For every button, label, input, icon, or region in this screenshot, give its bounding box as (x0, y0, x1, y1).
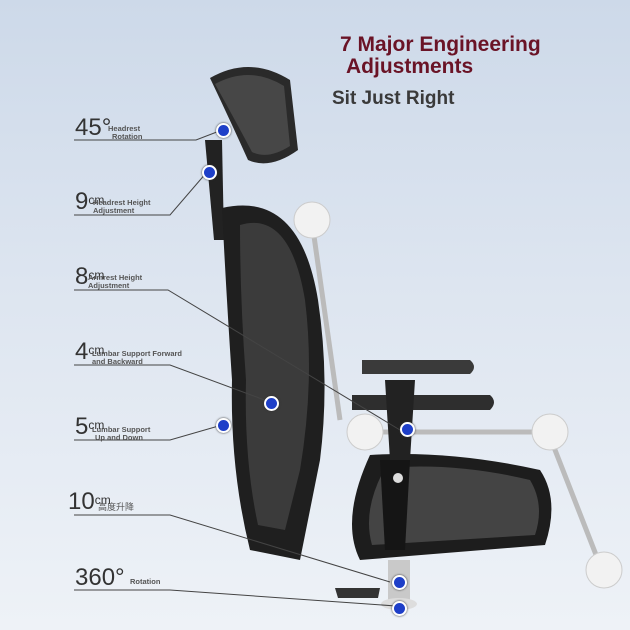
indicator-dot-lumbar-updown (216, 418, 231, 433)
leader-headrest-height (74, 171, 208, 216)
callout-headrest-height-value: 9cm (75, 190, 104, 214)
pivot-ball-top (293, 201, 331, 239)
callout-rotation-value: 360° (75, 566, 125, 590)
headrest-mesh (215, 74, 290, 155)
value: 8 (75, 263, 89, 290)
pivot-arm-diagonal (545, 431, 603, 566)
label-line-1: Armrest Height (88, 273, 143, 282)
indicator-dot-armrest-height (400, 422, 415, 437)
leader-lumbar-forward (74, 364, 271, 403)
armrest-pad (362, 360, 474, 374)
indicator-dot-rotation (392, 601, 407, 616)
leader-lumbar-updown (74, 424, 223, 441)
label-line-2: Adjustment (88, 281, 130, 290)
indicator-dot-lumbar-forward (264, 396, 279, 411)
label-line-1: Headrest (108, 124, 141, 133)
leader-rotation (74, 589, 397, 607)
unit: cm (88, 268, 105, 282)
title-line-2: Adjustments (346, 55, 474, 78)
callout-lumbar-updown-value: 5cm (75, 415, 104, 439)
callout-lumbar-forward-label: Lumbar Support Forward and Backward (92, 350, 182, 366)
pivot-ball-right (531, 413, 569, 451)
callout-rotation-label: Rotation (130, 578, 160, 586)
page-title: 7 Major Engineering Adjustments (340, 34, 541, 78)
callout-lumbar-forward-value: 4cm (75, 340, 104, 364)
callout-headrest-rotation-label: Headrest Rotation (108, 125, 142, 141)
callout-armrest-height-value: 8cm (75, 265, 104, 289)
unit: cm (88, 418, 105, 432)
armrest-lower (352, 395, 494, 410)
label-line-2: Adjustment (93, 206, 135, 215)
value: 5 (75, 413, 89, 440)
backrest-mesh (240, 222, 309, 530)
label-line-1: Rotation (130, 577, 161, 586)
title-line-1: 7 Major Engineering (340, 33, 541, 56)
indicator-dot-headrest-rotation (216, 123, 231, 138)
leader-height (74, 514, 391, 583)
label-line-1: Lumbar Support Forward (92, 349, 182, 358)
callout-headrest-rotation-value: 45° (75, 116, 111, 140)
callout-height-value: 10cm (68, 490, 111, 514)
unit: cm (88, 193, 105, 207)
seat-mechanism (380, 460, 410, 550)
value: 45° (75, 114, 112, 141)
headrest-post (205, 140, 224, 240)
label-line-1: 高度升降 (98, 502, 135, 512)
leader-headrest-rotation (74, 129, 223, 141)
leader-armrest-height (74, 289, 401, 431)
label-line-2: Rotation (112, 132, 143, 141)
leader-lines (74, 129, 401, 607)
unit: cm (94, 493, 111, 507)
callout-height-label: 高度升降 (98, 502, 135, 512)
pivot-arm-vertical (309, 221, 343, 421)
indicator-dot-headrest-height (202, 165, 217, 180)
label-line-1: Headrest Height (93, 198, 151, 207)
callout-lumbar-updown-label: Lumbar Support Up and Down (92, 426, 150, 442)
label-line-2: Up and Down (95, 433, 143, 442)
value: 10 (68, 488, 95, 515)
callout-armrest-height-label: Armrest Height Adjustment (88, 274, 142, 290)
unit: cm (88, 343, 105, 357)
seat-mesh (368, 466, 539, 545)
value: 360° (75, 564, 125, 591)
value: 4 (75, 338, 89, 365)
page-subtitle: Sit Just Right (332, 88, 455, 109)
label-line-2: and Backward (92, 357, 143, 366)
value: 9 (75, 188, 89, 215)
label-line-1: Lumbar Support (92, 425, 151, 434)
tilt-lever (335, 588, 380, 598)
armrest-post (385, 380, 415, 460)
pivot-ball-bottom (585, 551, 623, 589)
pivot-ball-left (346, 413, 384, 451)
indicator-dot-height (392, 575, 407, 590)
mechanism-knob (393, 473, 403, 483)
callout-headrest-height-label: Headrest Height Adjustment (93, 199, 151, 215)
